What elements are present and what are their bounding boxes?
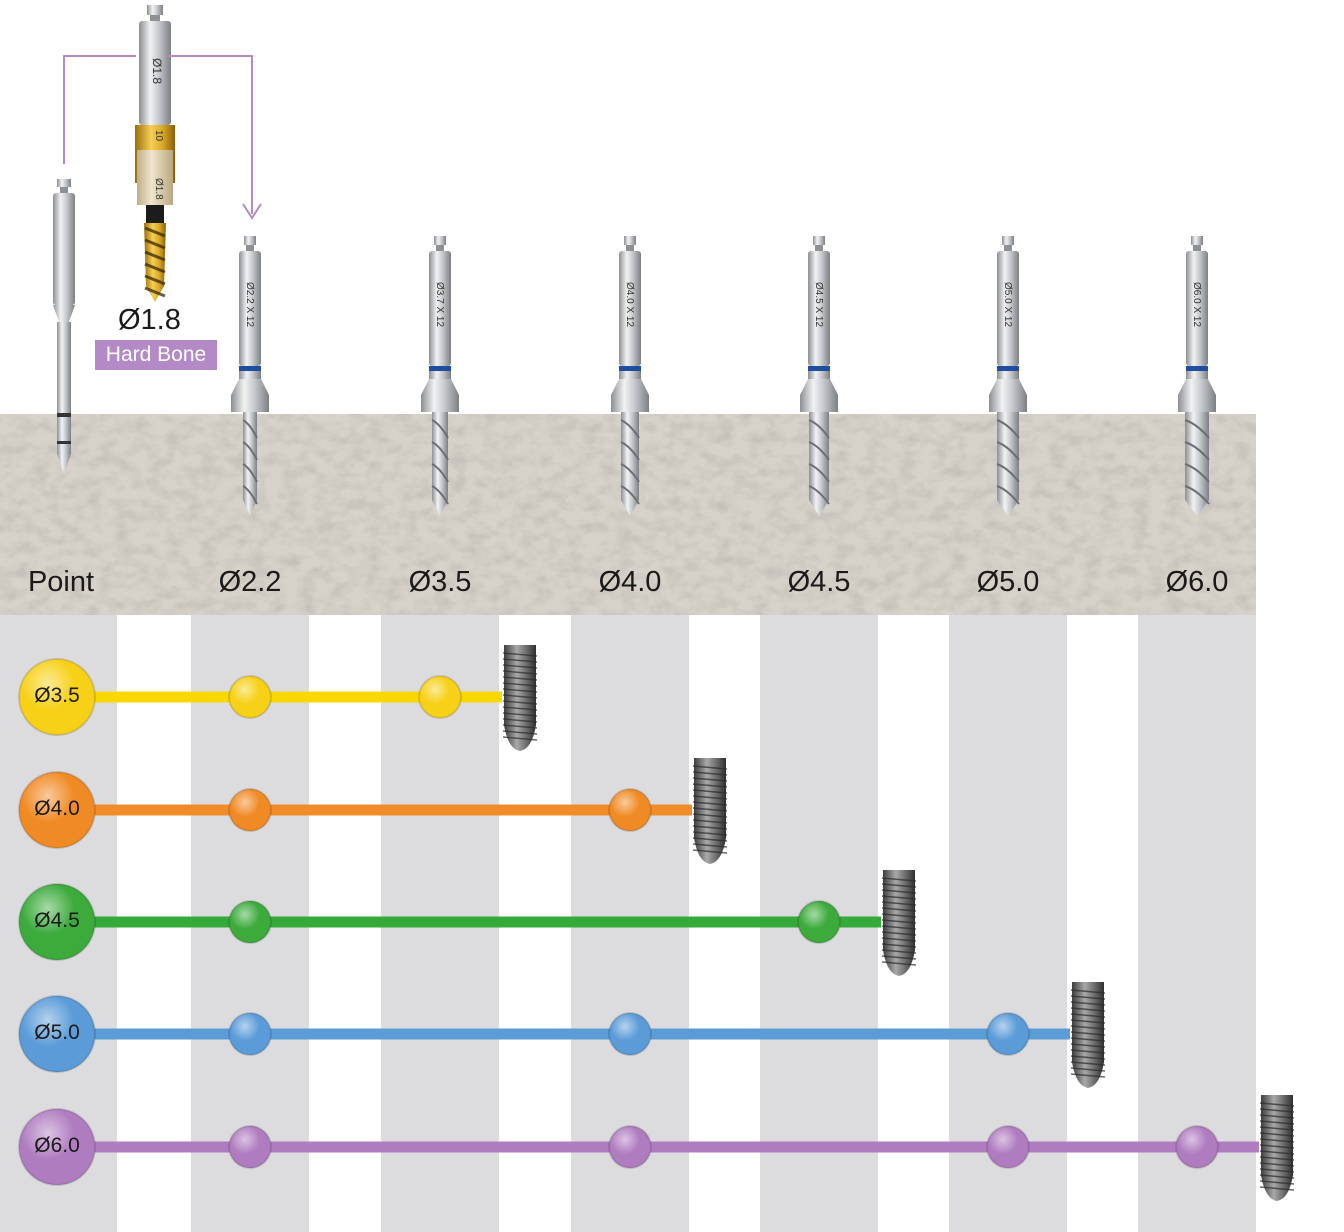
implant-rows-layer bbox=[18, 645, 1295, 1201]
drill-shaft-text: Ø6.0 X 12 bbox=[1191, 282, 1202, 328]
initial-drill bbox=[135, 5, 175, 302]
column-label: Point bbox=[27, 566, 95, 598]
drill-shaft-text: Ø4.5 X 12 bbox=[813, 282, 824, 328]
drill bbox=[989, 236, 1027, 516]
initial-drill-collar-text-a: 10 bbox=[153, 130, 164, 142]
sequence-arrow bbox=[63, 55, 253, 214]
implant-row bbox=[18, 645, 538, 751]
implant-row bbox=[18, 982, 1106, 1088]
drill bbox=[611, 236, 649, 516]
implant-row bbox=[18, 870, 917, 976]
arrow-head bbox=[242, 203, 262, 220]
hard-bone-badge: Hard Bone bbox=[95, 340, 217, 370]
drill-shaft-text: Ø2.2 X 12 bbox=[244, 282, 255, 328]
drill bbox=[800, 236, 838, 516]
implant-diameter-label: Ø6.0 bbox=[34, 1134, 80, 1157]
column-label: Ø4.5 bbox=[787, 566, 851, 598]
drill-shaft-text: Ø3.7 X 12 bbox=[434, 282, 445, 328]
initial-drill-shaft-text: Ø1.8 bbox=[150, 58, 164, 85]
implant-icon bbox=[502, 645, 538, 751]
implant-row bbox=[18, 1095, 1295, 1201]
implant-row bbox=[18, 758, 728, 864]
point-drill bbox=[53, 179, 75, 474]
implant-icon bbox=[692, 758, 728, 864]
column-label: Ø2.2 bbox=[218, 566, 282, 598]
implant-diameter-label: Ø3.5 bbox=[34, 684, 80, 707]
column-label: Ø5.0 bbox=[976, 566, 1040, 598]
column-label: Ø6.0 bbox=[1165, 566, 1229, 598]
implant-icon bbox=[1259, 1095, 1295, 1201]
drill bbox=[421, 236, 459, 516]
column-label: Ø3.5 bbox=[408, 566, 472, 598]
drills-layer bbox=[53, 5, 1216, 516]
drill bbox=[1178, 236, 1216, 516]
implant-icon bbox=[1070, 982, 1106, 1088]
initial-drill-size: Ø1.8 bbox=[118, 304, 181, 336]
implant-icon bbox=[881, 870, 917, 976]
drill-shaft-text: Ø5.0 X 12 bbox=[1002, 282, 1013, 328]
implant-diameter-label: Ø4.5 bbox=[34, 909, 80, 932]
implant-diameter-label: Ø5.0 bbox=[34, 1021, 80, 1044]
column-label: Ø4.0 bbox=[598, 566, 662, 598]
drill bbox=[231, 236, 269, 516]
implant-diameter-label: Ø4.0 bbox=[34, 797, 80, 820]
initial-drill-collar-text-b: Ø1.8 bbox=[153, 178, 164, 200]
drill-shaft-text: Ø4.0 X 12 bbox=[624, 282, 635, 328]
